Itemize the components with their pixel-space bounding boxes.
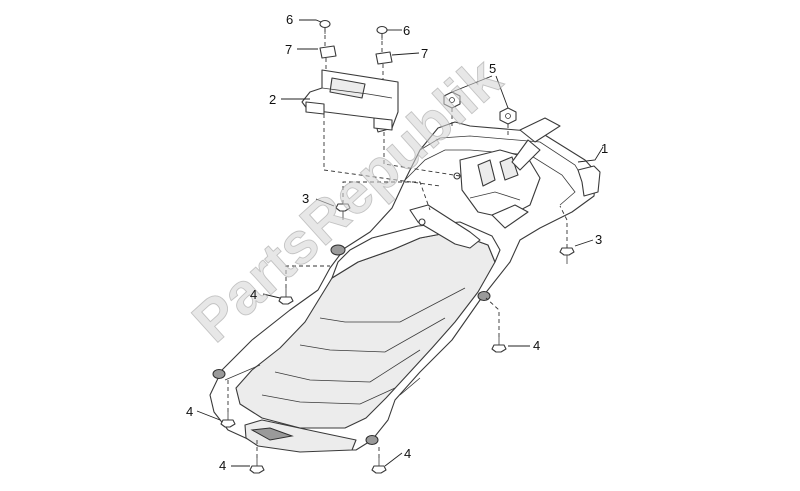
clip-7-right[interactable] (375, 51, 393, 65)
bracket-part[interactable] (301, 69, 399, 133)
callout-2: 2 (269, 92, 276, 107)
screw-4-c[interactable] (220, 412, 236, 428)
screw-3-left[interactable] (335, 203, 351, 220)
assembly-lines (227, 28, 568, 458)
callout-4-c: 4 (186, 404, 193, 419)
callout-1: 1 (601, 141, 608, 156)
callout-7-right: 7 (421, 46, 428, 61)
callout-7-left: 7 (285, 42, 292, 57)
callout-3-left: 3 (302, 191, 309, 206)
nut-5-right[interactable] (499, 107, 517, 125)
undertray-part[interactable] (209, 117, 601, 453)
callout-4-a: 4 (250, 287, 257, 302)
callout-6-right: 6 (403, 23, 410, 38)
leader-lines (196, 19, 604, 467)
screw-3-right[interactable] (559, 247, 575, 264)
clip-7-left[interactable] (319, 45, 337, 59)
callout-4-e: 4 (404, 446, 411, 461)
callout-4-b: 4 (533, 338, 540, 353)
callout-6-left: 6 (286, 12, 293, 27)
screw-4-d[interactable] (249, 458, 265, 474)
callout-labels: 1 2 3 3 4 4 4 4 4 5 6 6 7 7 (186, 12, 608, 473)
screw-4-b[interactable] (491, 337, 507, 353)
callout-5: 5 (489, 61, 496, 76)
screw-4-a[interactable] (278, 288, 294, 305)
callout-4-d: 4 (219, 458, 226, 473)
screw-4-e[interactable] (371, 458, 387, 474)
callout-3-right: 3 (595, 232, 602, 247)
